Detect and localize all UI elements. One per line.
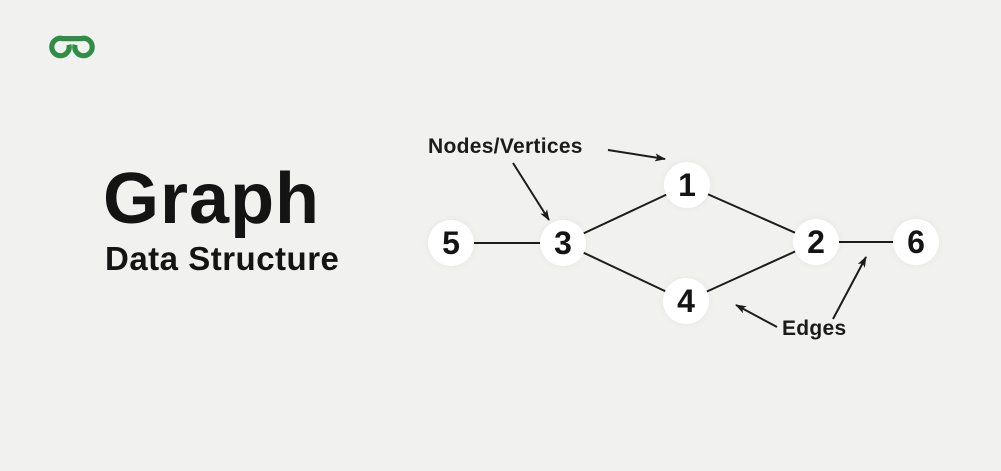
annotation-arrow-nodes-vertices-2 — [512, 162, 550, 221]
annotation-label-edges: Edges — [782, 317, 847, 340]
annotation-arrow-edges-1 — [735, 304, 778, 328]
annotation-arrow-nodes-vertices-1 — [607, 149, 666, 162]
annotation-label-nodes-vertices: Nodes/Vertices — [428, 135, 583, 158]
graph-node-4: 4 — [663, 278, 709, 324]
graph-node-2: 2 — [793, 219, 839, 265]
graph-node-3: 3 — [540, 220, 586, 266]
logo-left-g — [49, 35, 72, 59]
graph-node-1: 1 — [664, 162, 710, 208]
graph-node-5: 5 — [428, 220, 474, 266]
title-block: Graph Data Structure — [103, 159, 340, 278]
geeksforgeeks-logo — [49, 35, 95, 59]
page-subtitle: Data Structure — [105, 240, 340, 278]
annotation-arrow-edges-2 — [832, 256, 867, 320]
logo-right-g — [72, 35, 95, 59]
graph-node-6: 6 — [893, 219, 939, 265]
page-title: Graph — [103, 159, 321, 239]
